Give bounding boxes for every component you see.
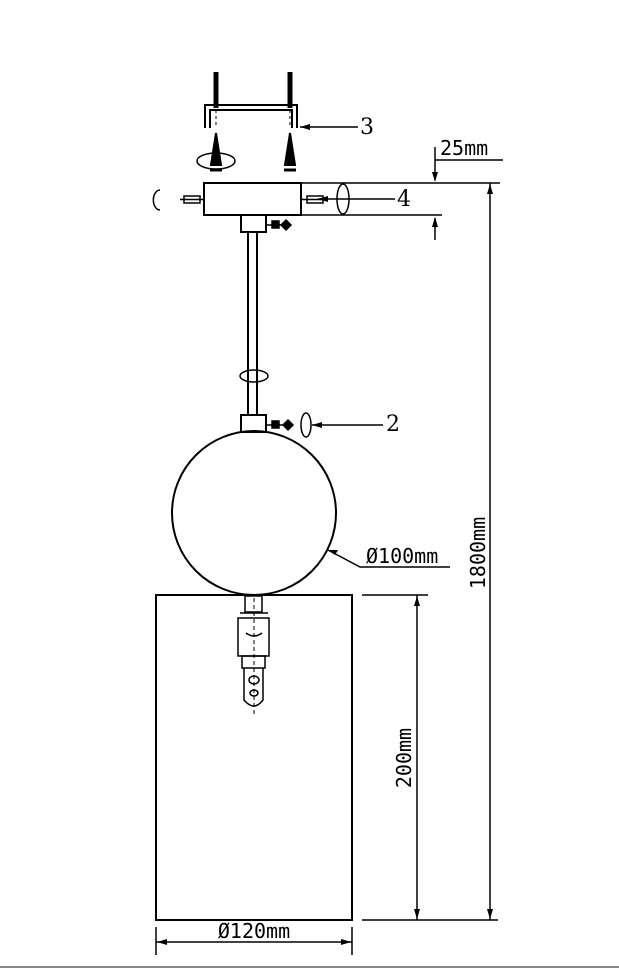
label-shade-height: 200mm [392, 728, 416, 788]
side-screw-icon [152, 183, 350, 215]
set-screw-icon [266, 218, 293, 232]
mounting-bracket [204, 72, 298, 128]
label-part-4: 4 [397, 187, 411, 212]
dimension-lines [155, 126, 503, 955]
canopy-neck [240, 214, 267, 233]
rotate-icon [239, 369, 269, 383]
label-shade-diameter: Ø120mm [218, 919, 290, 943]
label-sphere-diameter: Ø100mm [366, 544, 438, 568]
label-part-3: 3 [360, 115, 374, 140]
bulb-socket [237, 595, 270, 715]
screw-icon [196, 132, 297, 172]
label-total-height: 1800mm [466, 517, 490, 589]
arrowheads [157, 124, 493, 945]
rod-connector [240, 414, 267, 433]
label-part-2: 2 [386, 412, 400, 437]
set-screw-icon [266, 412, 312, 438]
suspension-rod [247, 232, 258, 415]
glass-sphere [171, 430, 337, 596]
canopy [203, 182, 302, 216]
cylinder-shade [155, 594, 353, 921]
label-canopy-height: 25mm [440, 136, 488, 160]
